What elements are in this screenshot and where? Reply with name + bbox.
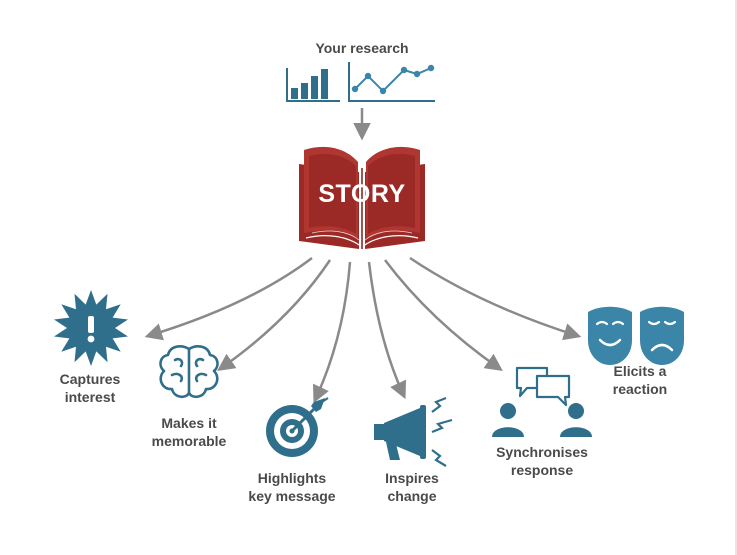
target-icon (266, 397, 329, 457)
outcome-synchronises-line2: response (510, 462, 574, 478)
line-chart-icon (348, 62, 435, 102)
starburst-exclamation-icon (54, 290, 128, 366)
outcome-captures-line2: interest (64, 389, 116, 405)
conversation-icon (492, 366, 592, 437)
outcome-elicits-line1: Elicits a (613, 363, 667, 379)
outcome-captures-line1: Captures (59, 371, 121, 387)
arrow-elicits (409, 256, 582, 341)
outcome-memorable-label: Makes it memorable (139, 414, 239, 450)
outcome-highlights-line2: key message (248, 488, 336, 504)
arrow-memorable (217, 259, 332, 372)
story-title: STORY (316, 179, 408, 209)
outcome-elicits-line2: reaction (612, 381, 668, 397)
outcome-elicits-label: Elicits a reaction (590, 362, 690, 398)
right-border (735, 0, 737, 555)
outcome-inspires-line1: Inspires (385, 470, 439, 486)
outcome-highlights-label: Highlights key message (232, 469, 352, 505)
outcome-memorable-line2: memorable (151, 433, 227, 449)
outcome-inspires-label: Inspires change (362, 469, 462, 505)
story-title-text: STORY (318, 180, 406, 208)
arrow-inspires (367, 261, 407, 400)
outcome-inspires-line2: change (387, 488, 437, 504)
megaphone-icon (374, 396, 453, 467)
bar-chart-icon (286, 68, 340, 102)
outcome-synchronises-label: Synchronises response (482, 443, 602, 479)
outcome-synchronises-line1: Synchronises (496, 444, 588, 460)
outcome-highlights-line1: Highlights (257, 470, 327, 486)
arrow-captures (144, 257, 313, 341)
research-label: Your research (300, 39, 424, 57)
arrow-highlights (313, 261, 352, 404)
outcome-memorable-line1: Makes it (161, 415, 217, 431)
open-book-icon (299, 146, 425, 249)
brain-icon (159, 345, 219, 399)
arrow-synchronises (384, 259, 503, 372)
outcome-captures-label: Captures interest (40, 370, 140, 406)
theatre-masks-icon (588, 306, 684, 365)
research-label-text: Your research (315, 40, 409, 56)
outcome-arrows (144, 256, 582, 404)
